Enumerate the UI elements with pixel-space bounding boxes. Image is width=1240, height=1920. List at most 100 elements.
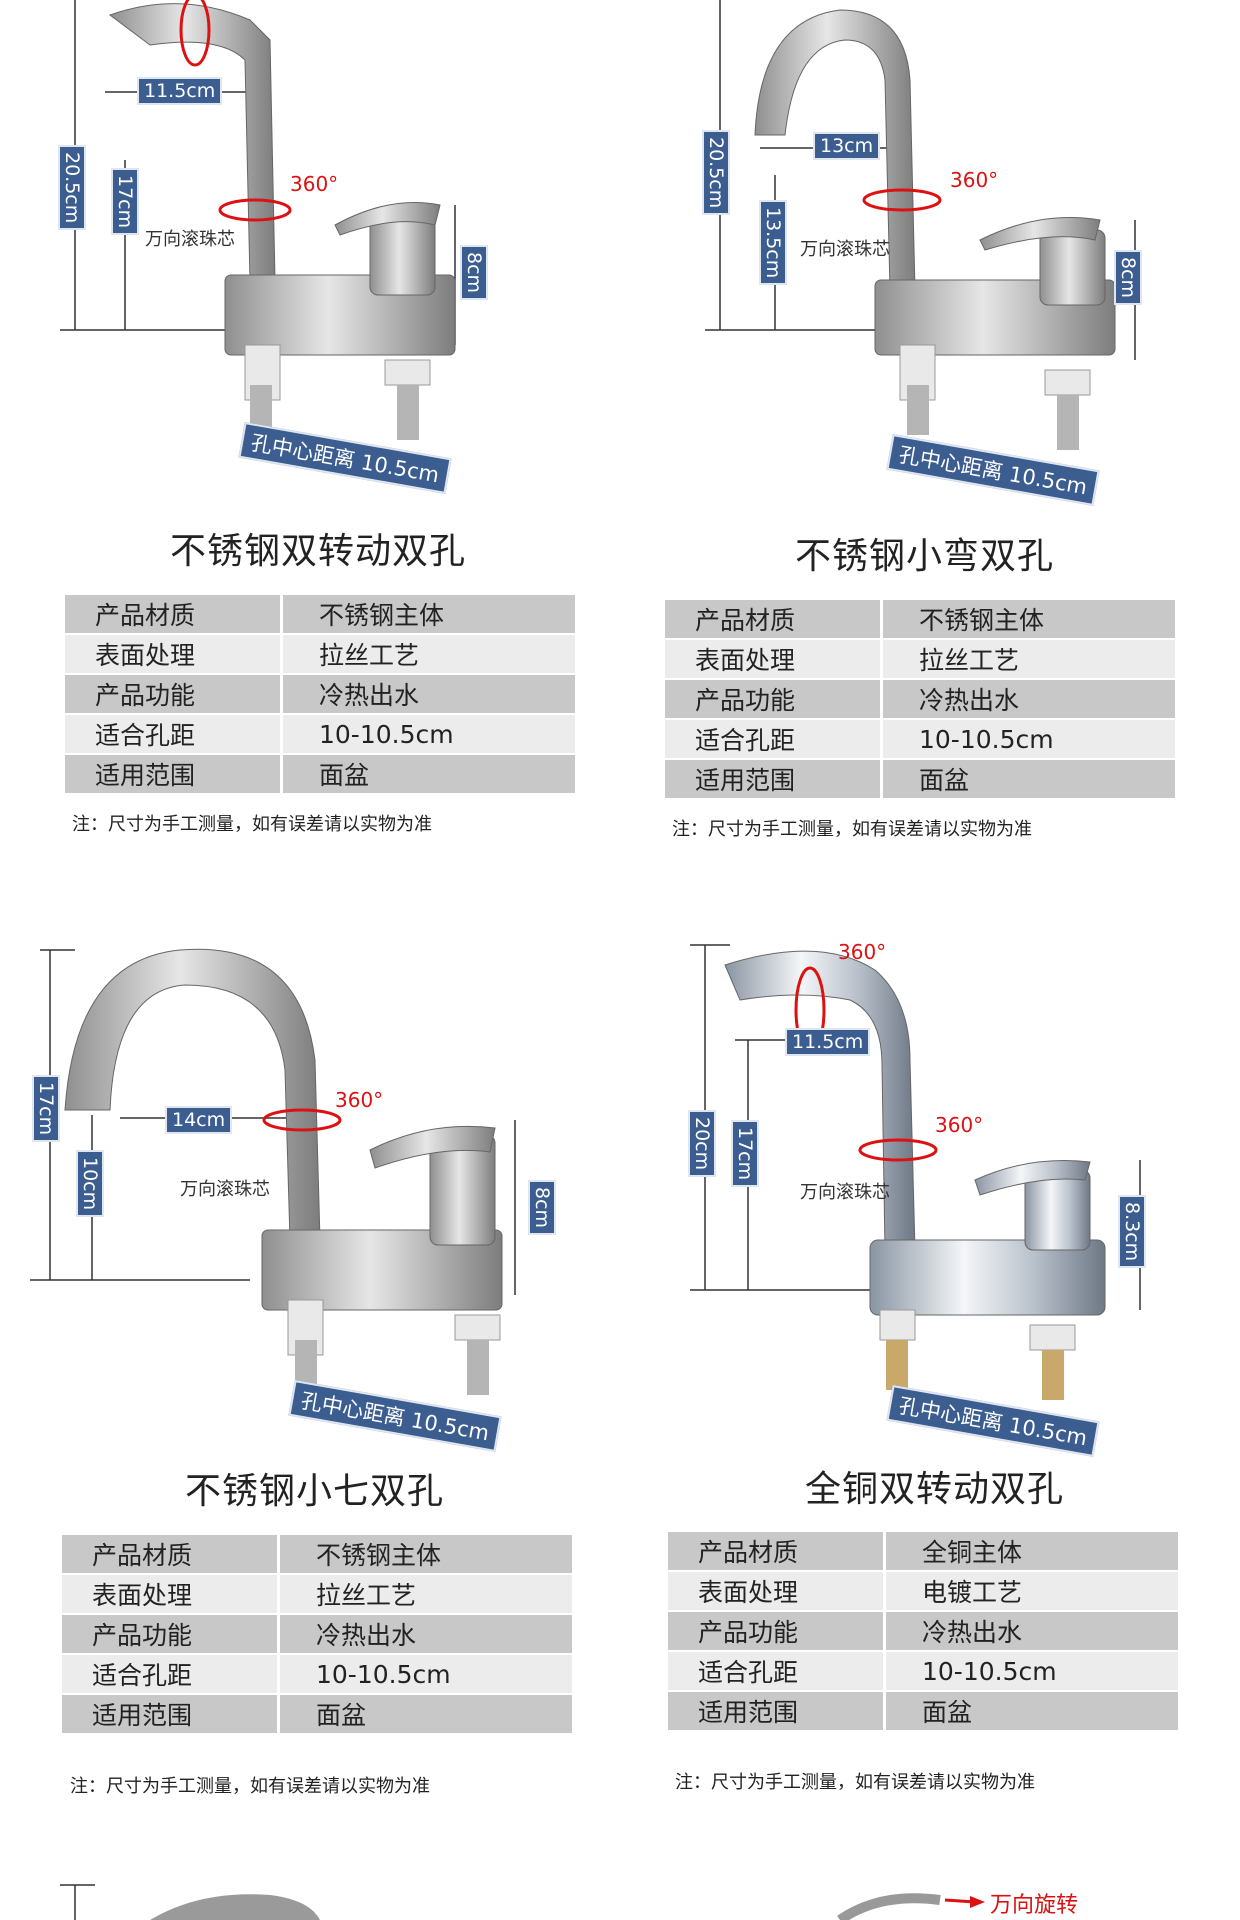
spec-key: 适用范围 xyxy=(668,1692,886,1730)
core-label: 万向滚珠芯 xyxy=(145,229,235,250)
spec-value: 冷热出水 xyxy=(883,680,1175,718)
body-height-label: 8cm xyxy=(1114,250,1142,306)
body-height-label: 8.3cm xyxy=(1118,1195,1146,1269)
spec-value: 面盆 xyxy=(280,1695,572,1733)
spec-key: 适用范围 xyxy=(665,760,883,798)
reach-label: 14cm xyxy=(165,1106,233,1134)
spec-key: 产品功能 xyxy=(665,680,883,718)
table-row: 表面处理拉丝工艺 xyxy=(62,1575,572,1613)
product-title: 不锈钢小七双孔 xyxy=(185,1471,445,1512)
faucet-illustration xyxy=(705,0,1136,450)
total-height-label: 20cm xyxy=(688,1110,716,1178)
table-row: 表面处理拉丝工艺 xyxy=(665,640,1175,678)
spec-value: 拉丝工艺 xyxy=(883,640,1175,678)
table-row: 表面处理拉丝工艺 xyxy=(65,635,575,673)
table-row: 表面处理电镀工艺 xyxy=(668,1572,1178,1610)
spec-key: 表面处理 xyxy=(668,1572,886,1610)
table-row: 产品功能冷热出水 xyxy=(665,680,1175,718)
spec-value: 冷热出水 xyxy=(280,1615,572,1653)
reach-label: 11.5cm xyxy=(785,1028,871,1056)
core-label: 万向滚珠芯 xyxy=(180,1179,270,1200)
spec-value: 不锈钢主体 xyxy=(283,595,575,633)
measurement-note: 注：尺寸为手工测量，如有误差请以实物为准 xyxy=(70,1776,430,1797)
faucet-illustration xyxy=(60,0,456,440)
product-title: 不锈钢小弯双孔 xyxy=(795,536,1055,577)
product-title: 全铜双转动双孔 xyxy=(805,1469,1065,1510)
spec-value: 冷热出水 xyxy=(283,675,575,713)
spec-value: 不锈钢主体 xyxy=(280,1535,572,1573)
table-row: 产品功能冷热出水 xyxy=(65,675,575,713)
total-height-label: 20.5cm xyxy=(702,130,730,216)
table-row: 产品材质不锈钢主体 xyxy=(62,1535,572,1573)
spec-value: 全铜主体 xyxy=(886,1532,1178,1570)
rotation-label: 360° xyxy=(935,1113,984,1137)
table-row: 产品功能冷热出水 xyxy=(668,1612,1178,1650)
spec-value: 10-10.5cm xyxy=(280,1655,572,1693)
spout-height-label: 17cm xyxy=(111,168,139,236)
product-card: 20cm 17cm 11.5cm 8.3cm 360° 360° 万向滚珠芯 孔… xyxy=(620,940,1240,1880)
spec-key: 适合孔距 xyxy=(65,715,283,753)
spec-key: 适合孔距 xyxy=(665,720,883,758)
rotation-top-label: 360° xyxy=(838,940,887,964)
spout-height-label: 13.5cm xyxy=(759,200,787,286)
spec-key: 适合孔距 xyxy=(62,1655,280,1693)
rotation-label: 360° xyxy=(950,168,999,192)
spec-key: 产品材质 xyxy=(62,1535,280,1573)
table-row: 适用范围面盆 xyxy=(668,1692,1178,1730)
spec-key: 表面处理 xyxy=(62,1575,280,1613)
spec-key: 产品材质 xyxy=(668,1532,886,1570)
table-row: 产品材质不锈钢主体 xyxy=(65,595,575,633)
spec-value: 拉丝工艺 xyxy=(283,635,575,673)
product-card: 17cm 10cm 14cm 8cm 360° 万向滚珠芯 孔中心距离 10.5… xyxy=(0,940,620,1880)
spec-value: 面盆 xyxy=(886,1692,1178,1730)
measurement-note: 注：尺寸为手工测量，如有误差请以实物为准 xyxy=(675,1772,1035,1793)
rotation-label: 360° xyxy=(290,172,339,196)
spec-key: 适用范围 xyxy=(65,755,283,793)
swivel-label: 万向旋转 xyxy=(990,1893,1079,1918)
spout-height-label: 10cm xyxy=(76,1150,104,1218)
spec-value: 不锈钢主体 xyxy=(883,600,1175,638)
spec-key: 产品功能 xyxy=(65,675,283,713)
body-height-label: 8cm xyxy=(460,245,488,301)
table-row: 产品功能冷热出水 xyxy=(62,1615,572,1653)
spec-key: 产品功能 xyxy=(668,1612,886,1650)
core-label: 万向滚珠芯 xyxy=(800,239,890,260)
faucet-illustration xyxy=(690,944,1141,1400)
total-height-label: 20.5cm xyxy=(58,145,86,231)
spec-value: 拉丝工艺 xyxy=(280,1575,572,1613)
rotation-label: 360° xyxy=(335,1088,384,1112)
table-row: 产品材质不锈钢主体 xyxy=(665,600,1175,638)
reach-label: 11.5cm xyxy=(137,77,223,105)
spec-value: 冷热出水 xyxy=(886,1612,1178,1650)
body-height-label: 8cm xyxy=(528,1180,556,1236)
spec-key: 产品材质 xyxy=(65,595,283,633)
measurement-note: 注：尺寸为手工测量，如有误差请以实物为准 xyxy=(672,819,1032,840)
table-row: 产品材质全铜主体 xyxy=(668,1532,1178,1570)
measurement-note: 注：尺寸为手工测量，如有误差请以实物为准 xyxy=(72,814,432,835)
spec-value: 面盆 xyxy=(883,760,1175,798)
spec-key: 产品功能 xyxy=(62,1615,280,1653)
total-height-label: 17cm xyxy=(32,1075,60,1143)
spec-value: 面盆 xyxy=(283,755,575,793)
core-label: 万向滚珠芯 xyxy=(800,1182,890,1203)
product-card: 20.5cm 17cm 11.5cm 8cm 360° 万向滚珠芯 孔中心距离 … xyxy=(0,0,620,940)
spec-key: 适用范围 xyxy=(62,1695,280,1733)
next-faucet-partial xyxy=(60,1884,985,1920)
spec-value: 10-10.5cm xyxy=(886,1652,1178,1690)
table-row: 适用范围面盆 xyxy=(665,760,1175,798)
product-title: 不锈钢双转动双孔 xyxy=(170,531,467,572)
spec-key: 表面处理 xyxy=(665,640,883,678)
spec-key: 产品材质 xyxy=(665,600,883,638)
reach-label: 13cm xyxy=(813,132,881,160)
product-card: 20.5cm 13.5cm 13cm 8cm 360° 万向滚珠芯 孔中心距离 … xyxy=(620,0,1240,940)
spec-value: 电镀工艺 xyxy=(886,1572,1178,1610)
spec-value: 10-10.5cm xyxy=(883,720,1175,758)
spec-key: 适合孔距 xyxy=(668,1652,886,1690)
